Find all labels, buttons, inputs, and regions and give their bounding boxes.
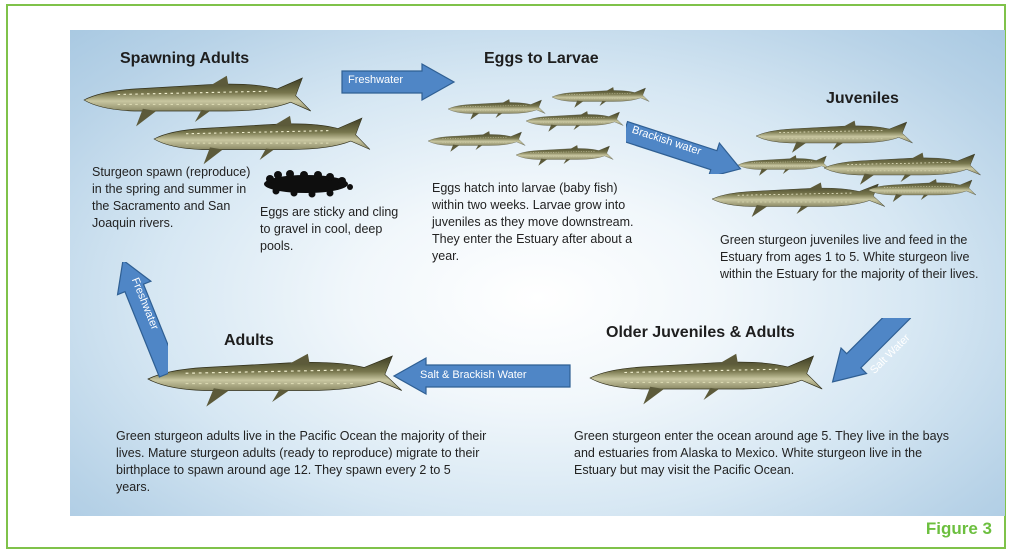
heading-spawning-adults: Spawning Adults: [120, 50, 249, 68]
larva-4: [526, 111, 623, 132]
spawning-fish-2: [154, 116, 370, 164]
juvenile-1: [756, 121, 913, 153]
heading-eggs-to-larvae: Eggs to Larvae: [484, 50, 599, 68]
text-juveniles: Green sturgeon juveniles live and feed i…: [720, 232, 984, 283]
larva-1: [448, 99, 545, 120]
larva-3: [428, 131, 525, 152]
heading-older-juveniles-adults: Older Juveniles & Adults: [606, 324, 795, 342]
arrow-label-freshwater-top: Freshwater: [348, 74, 403, 86]
heading-adults: Adults: [224, 332, 274, 350]
figure-label: Figure 3: [926, 519, 992, 539]
older-fish: [590, 354, 822, 405]
juvenile-4: [712, 183, 885, 218]
arrow-label-salt-brackish: Salt & Brackish Water: [420, 369, 527, 381]
text-eggs-to-larvae: Eggs hatch into larvae (baby fish) withi…: [432, 180, 646, 265]
heading-juveniles: Juveniles: [826, 90, 899, 108]
text-eggs-sticky: Eggs are sticky and cling to gravel in c…: [260, 204, 400, 255]
text-older-juveniles-adults: Green sturgeon enter the ocean around ag…: [574, 428, 960, 479]
juvenile-5: [868, 179, 976, 202]
larva-5: [516, 145, 613, 166]
figure-frame: Freshwater Brackish water Salt Water Sal…: [6, 4, 1006, 549]
text-adults: Green sturgeon adults live in the Pacifi…: [116, 428, 488, 496]
juvenile-3: [824, 153, 981, 185]
text-spawning-adults: Sturgeon spawn (reproduce) in the spring…: [92, 164, 252, 232]
spawning-fish-1: [84, 76, 311, 127]
egg-cluster: [264, 170, 353, 198]
adult-fish: [148, 354, 402, 407]
